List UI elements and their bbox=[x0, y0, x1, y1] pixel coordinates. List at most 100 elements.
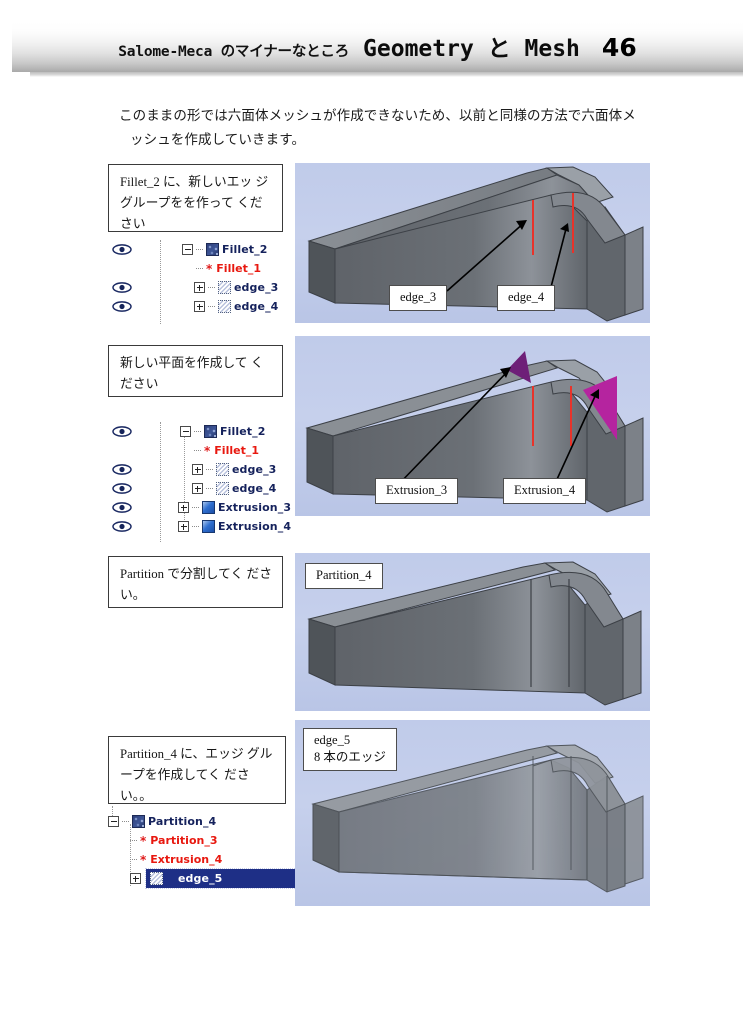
tree-row[interactable]: edge_4 bbox=[112, 297, 302, 316]
tree-row[interactable]: Extrusion_3 bbox=[112, 498, 302, 517]
tree-branch-line bbox=[130, 859, 137, 860]
reference-asterisk-icon: * bbox=[140, 834, 147, 848]
tree-guide-line bbox=[130, 824, 131, 886]
tree-expand-toggle[interactable] bbox=[178, 502, 189, 513]
tree-expand-toggle[interactable] bbox=[130, 873, 141, 884]
caption-fillet2-edge-groups: Fillet_2 に、新しいエッ ジグループをを作って ください bbox=[108, 164, 283, 232]
visibility-eye-icon[interactable] bbox=[112, 463, 132, 476]
viewport-edge5[interactable]: edge_5 8 本のエッジ bbox=[295, 720, 650, 906]
tree-branch-line bbox=[206, 488, 213, 489]
visibility-eye-icon[interactable] bbox=[112, 482, 132, 495]
tree-row[interactable]: Fillet_2 bbox=[112, 240, 302, 259]
tree-item-label: Partition_3 bbox=[150, 834, 218, 847]
geometry-render-edge5 bbox=[311, 744, 644, 893]
tree-row[interactable]: edge_3 bbox=[112, 278, 302, 297]
tree-branch-line bbox=[192, 507, 199, 508]
tree-item-label: edge_4 bbox=[234, 300, 279, 313]
viewport-partition[interactable]: Partition_4 bbox=[295, 553, 650, 711]
edge-group-icon bbox=[216, 482, 229, 495]
edge-group-icon bbox=[218, 281, 231, 294]
geometry-render-extrusions bbox=[305, 351, 644, 513]
tree-guide-line bbox=[160, 422, 161, 542]
visibility-eye-icon[interactable] bbox=[112, 520, 132, 533]
visibility-eye-icon[interactable] bbox=[112, 243, 132, 256]
tree-row[interactable]: Fillet_2 bbox=[112, 422, 302, 441]
tree-collapse-toggle[interactable] bbox=[108, 816, 119, 827]
tree-branch-line bbox=[196, 249, 203, 250]
geometry-render-fillet2 bbox=[307, 166, 644, 322]
caption-partition4-edge-group: Partition_4 に、エッジ グループを作成してく ださい。。 bbox=[108, 736, 286, 804]
visibility-eye-icon[interactable] bbox=[112, 425, 132, 438]
object-tree-fillet2[interactable]: Fillet_2 * Fillet_1 edge_3 bbox=[112, 240, 302, 324]
page-title: Geometry と Mesh bbox=[363, 36, 580, 62]
header-gradient-bar: Salome-Meca のマイナーなところ Geometry と Mesh 46 bbox=[12, 22, 743, 72]
tree-collapse-toggle[interactable] bbox=[182, 244, 193, 255]
tree-row[interactable]: * Extrusion_4 bbox=[106, 850, 306, 869]
tree-expand-toggle[interactable] bbox=[192, 464, 203, 475]
tree-item-label: Extrusion_4 bbox=[218, 520, 292, 533]
header-title-group: Salome-Meca のマイナーなところ Geometry と Mesh 46 bbox=[118, 29, 636, 63]
edge-group-icon bbox=[216, 463, 229, 476]
caption-new-planes: 新しい平面を作成して ください bbox=[108, 345, 283, 397]
viewport-label-extrusion4: Extrusion_4 bbox=[503, 478, 587, 504]
tree-guide-line bbox=[112, 806, 113, 820]
tree-branch-line bbox=[208, 287, 215, 288]
viewport-extrusions[interactable]: Extrusion_3 Extrusion_4 bbox=[295, 336, 650, 516]
tree-guide-line bbox=[160, 240, 161, 324]
intro-paragraph: このままの形では六面体メッシュが作成できないため、以前と同様の方法で六面体メ ッ… bbox=[119, 104, 659, 152]
tree-expand-toggle[interactable] bbox=[194, 301, 205, 312]
tree-item-label: edge_4 bbox=[232, 482, 277, 495]
tree-branch-line bbox=[196, 268, 203, 269]
visibility-eye-icon[interactable] bbox=[112, 300, 132, 313]
tree-item-label: Extrusion_4 bbox=[150, 853, 223, 866]
tree-expand-toggle[interactable] bbox=[178, 521, 189, 532]
edge-group-icon bbox=[218, 300, 231, 313]
tree-row-selected[interactable]: edge_5 bbox=[106, 868, 306, 889]
tree-row[interactable]: edge_4 bbox=[112, 479, 302, 498]
tree-item-label: Extrusion_3 bbox=[218, 501, 292, 514]
viewport-label-partition4: Partition_4 bbox=[305, 563, 383, 589]
tree-branch-line bbox=[192, 526, 199, 527]
header-shadow bbox=[30, 72, 743, 77]
page-header: Salome-Meca のマイナーなところ Geometry と Mesh 46 bbox=[12, 22, 743, 80]
wireframe-edges bbox=[312, 756, 626, 892]
compound-icon bbox=[132, 815, 145, 828]
tree-item-label: Fillet_2 bbox=[222, 243, 268, 256]
tree-branch-line bbox=[130, 840, 137, 841]
tree-row[interactable]: * Fillet_1 bbox=[112, 259, 302, 278]
tree-collapse-toggle[interactable] bbox=[180, 426, 191, 437]
tree-expand-toggle[interactable] bbox=[194, 282, 205, 293]
intro-line-1: このままの形では六面体メッシュが作成できないため、以前と同様の方法で六面体メ bbox=[119, 108, 636, 123]
tree-row[interactable]: * Fillet_1 bbox=[112, 441, 302, 460]
tree-item-label: Fillet_2 bbox=[220, 425, 266, 438]
tree-item-label: Fillet_1 bbox=[214, 444, 259, 457]
tree-row[interactable]: Extrusion_4 bbox=[112, 517, 302, 536]
tree-item-label: Fillet_1 bbox=[216, 262, 261, 275]
extrusion-plane-4 bbox=[583, 376, 617, 440]
reference-asterisk-icon: * bbox=[140, 853, 147, 867]
page-number: 46 bbox=[601, 33, 637, 62]
edge-group-icon bbox=[150, 872, 163, 885]
object-tree-extrusions[interactable]: Fillet_2 * Fillet_1 edge_3 bbox=[112, 422, 302, 542]
tree-row[interactable]: Partition_4 bbox=[106, 812, 306, 831]
viewport-label-extrusion3: Extrusion_3 bbox=[375, 478, 459, 504]
tree-guide-line bbox=[184, 430, 185, 526]
tree-branch-line bbox=[208, 306, 215, 307]
tree-item-label: edge_3 bbox=[232, 463, 277, 476]
viewport-label-edge3: edge_3 bbox=[389, 285, 448, 311]
reference-asterisk-icon: * bbox=[206, 262, 213, 276]
tree-branch-line bbox=[206, 469, 213, 470]
tree-row[interactable]: edge_3 bbox=[112, 460, 302, 479]
tree-item-label: edge_5 bbox=[178, 872, 223, 885]
compound-icon bbox=[204, 425, 217, 438]
tree-row[interactable]: * Partition_3 bbox=[106, 831, 306, 850]
tree-expand-toggle[interactable] bbox=[192, 483, 203, 494]
viewport-fillet2[interactable]: edge_3 edge_4 bbox=[295, 163, 650, 323]
geometry-render-partition bbox=[307, 561, 642, 706]
visibility-eye-icon[interactable] bbox=[112, 281, 132, 294]
header-subtitle: Salome-Meca のマイナーなところ bbox=[118, 44, 350, 60]
reference-asterisk-icon: * bbox=[204, 444, 211, 458]
object-tree-partition4[interactable]: Partition_4 * Partition_3 * Extrusion_4 … bbox=[106, 806, 306, 889]
tree-branch-line bbox=[194, 431, 201, 432]
visibility-eye-icon[interactable] bbox=[112, 501, 132, 514]
